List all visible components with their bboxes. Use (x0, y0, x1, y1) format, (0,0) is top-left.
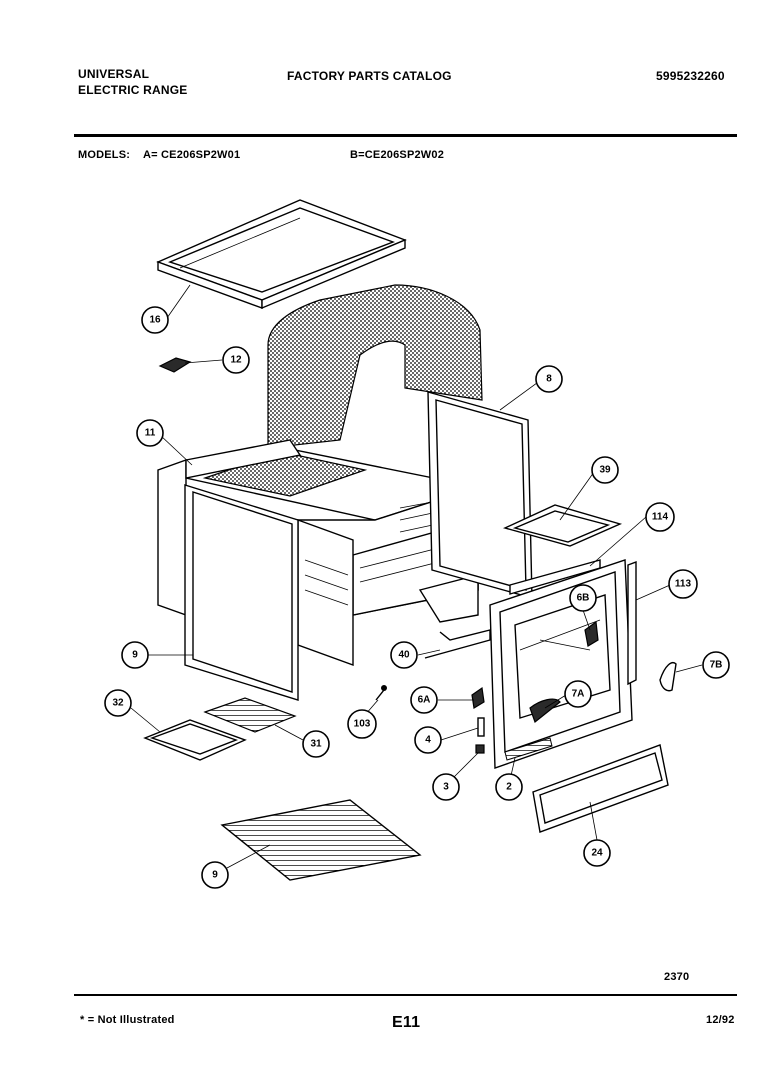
callout-32: 32 (104, 689, 132, 717)
part-16-cooktop-tray (156, 199, 407, 310)
part-32-broiler-pan (143, 719, 247, 761)
header-rule (74, 134, 737, 137)
catalog-date: 12/92 (706, 1014, 735, 1026)
svg-text:103: 103 (354, 719, 371, 730)
callout-16: 16 (141, 306, 169, 334)
svg-text:6A: 6A (418, 695, 431, 706)
callout-7a: 7A (564, 680, 592, 708)
brand-line-1: UNIVERSAL (78, 67, 150, 81)
svg-text:113: 113 (675, 579, 692, 590)
footnote: * = Not Illustrated (80, 1014, 175, 1026)
callout-4: 4 (414, 726, 442, 754)
svg-text:9: 9 (212, 870, 218, 881)
svg-text:12: 12 (230, 355, 242, 366)
part-11-side-panel (157, 439, 302, 616)
brand-line-2: ELECTRIC RANGE (78, 83, 188, 97)
models-label: MODELS: (78, 149, 131, 161)
catalog-number: 5995232260 (656, 69, 725, 83)
callout-24: 24 (583, 839, 611, 867)
part-2-vent (504, 737, 553, 761)
svg-text:8: 8 (546, 374, 552, 385)
callout-2: 2 (495, 773, 523, 801)
model-a: A= CE206SP2W01 (143, 149, 241, 161)
callout-39: 39 (591, 456, 619, 484)
svg-text:32: 32 (112, 698, 124, 709)
part-31-broiler-grid (203, 697, 297, 733)
part-103-screw (375, 685, 387, 701)
callout-8: 8 (535, 365, 563, 393)
svg-text:6B: 6B (577, 593, 590, 604)
callout-7b: 7B (702, 651, 730, 679)
svg-text:40: 40 (398, 650, 410, 661)
svg-text:3: 3 (443, 782, 449, 793)
svg-text:31: 31 (310, 739, 322, 750)
part-9-side-panel (184, 484, 299, 701)
part-7b-handle (659, 662, 677, 692)
hinge-parts (471, 620, 599, 723)
svg-text:39: 39 (599, 465, 611, 476)
part-3-screw (475, 744, 485, 754)
insulation-blanket (267, 284, 483, 449)
part-9-oven-rack (220, 799, 422, 881)
part-8-rear-panel (427, 391, 533, 599)
part-12-clip (158, 357, 192, 373)
footer-rule (74, 994, 737, 996)
part-4-pin (477, 717, 485, 737)
callout-31: 31 (302, 730, 330, 758)
callout-114: 114 (645, 502, 675, 532)
svg-text:9: 9 (132, 650, 138, 661)
part-39-bracket (502, 504, 623, 547)
catalog-title: FACTORY PARTS CATALOG (287, 69, 452, 83)
callout-103: 103 (347, 709, 377, 739)
callout-6b: 6B (569, 584, 597, 612)
part-24-drawer-front (532, 744, 669, 833)
svg-text:114: 114 (652, 512, 669, 523)
callout-113: 113 (668, 569, 698, 599)
callout-11: 11 (136, 419, 164, 447)
svg-text:7B: 7B (710, 660, 723, 671)
page-code: E11 (392, 1014, 421, 1031)
svg-text:2: 2 (506, 782, 512, 793)
callout-40: 40 (390, 641, 418, 669)
callout-9-panel: 9 (121, 641, 149, 669)
callout-6a: 6A (410, 686, 438, 714)
model-b: B=CE206SP2W02 (350, 149, 445, 161)
part-40-element (424, 629, 491, 659)
svg-text:16: 16 (149, 315, 161, 326)
svg-text:24: 24 (591, 848, 603, 859)
svg-text:7A: 7A (572, 689, 585, 700)
drawing-number: 2370 (664, 971, 690, 983)
leader-lines (130, 284, 703, 869)
callout-9-rack: 9 (201, 861, 229, 889)
svg-text:11: 11 (145, 428, 156, 439)
callout-12: 12 (222, 346, 250, 374)
oven-door-frame (489, 559, 633, 769)
svg-text:4: 4 (425, 735, 431, 746)
part-113-trim (627, 560, 637, 686)
callout-3: 3 (432, 773, 460, 801)
